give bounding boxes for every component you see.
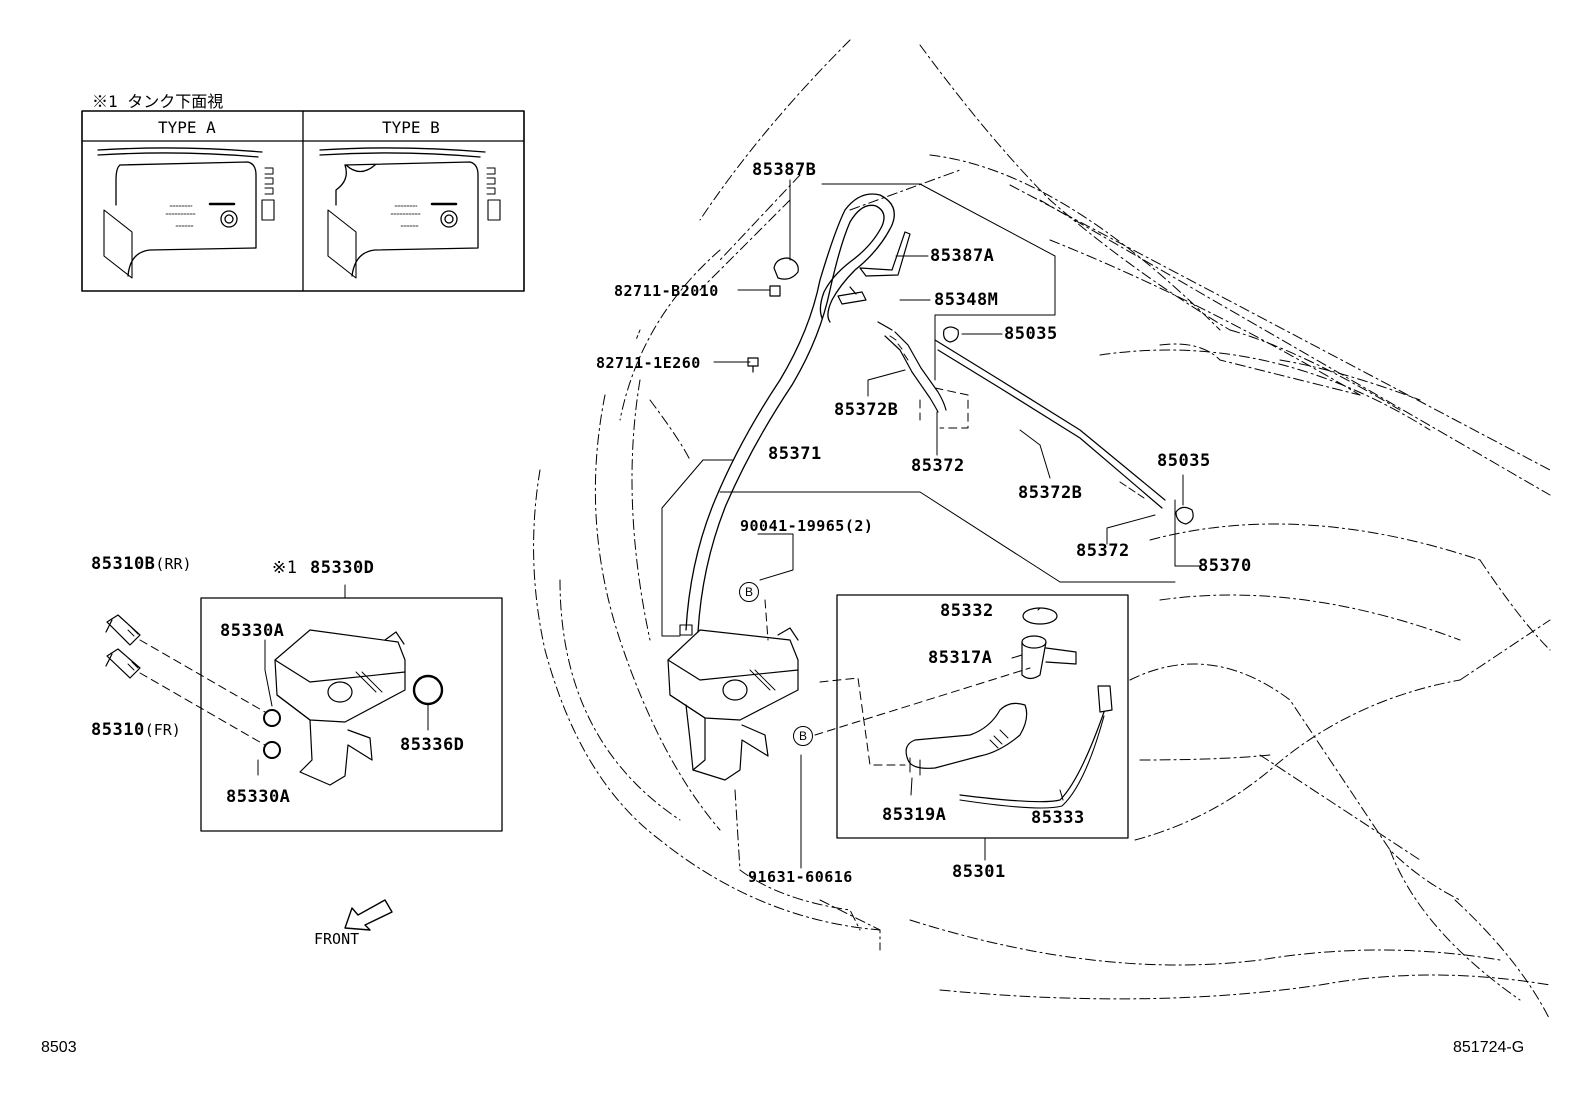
part-label-85310-group: 85310(FR) (91, 720, 181, 740)
part-label-85372B-right: 85372B (1018, 483, 1083, 503)
washer-tank-main (667, 627, 799, 781)
hose-85372-pipe (877, 321, 1166, 509)
reference-circle-b-lower: B (793, 726, 813, 746)
footer-left-code: 8503 (41, 1039, 77, 1056)
front-arrow (344, 899, 393, 931)
part-label-85330A-bottom: 85330A (226, 787, 291, 807)
part-label-85035-top: 85035 (1004, 324, 1058, 344)
front-label: FRONT (314, 930, 360, 948)
part-label-85371: 85371 (768, 444, 822, 464)
part-label-85330D: 85330D (310, 558, 375, 578)
part-label-85310: 85310 (91, 720, 145, 740)
part-label-85301: 85301 (952, 862, 1006, 882)
part-label-82711-1E260: 82711-1E260 (596, 354, 701, 372)
dashed-connectors (139, 329, 1031, 766)
part-label-85370: 85370 (1198, 556, 1252, 576)
part-label-90041-19965: 90041-19965(2) (740, 517, 874, 535)
part-label-85330A-top: 85330A (220, 621, 285, 641)
part-label-85333: 85333 (1031, 808, 1085, 828)
clips-and-nuts (747, 257, 1194, 525)
leader-lines (257, 179, 1201, 869)
washer-pumps (105, 614, 141, 679)
box-85330D (200, 597, 503, 832)
part-label-91631-60616: 91631-60616 (748, 868, 853, 886)
part-label-85387B: 85387B (752, 160, 817, 180)
part-label-85310B: 85310B (91, 554, 156, 574)
part-label-85317A: 85317A (928, 648, 993, 668)
inset-box (81, 110, 525, 292)
footer-right-code: 851724-G (1453, 1039, 1525, 1056)
part-label-85310B-group: 85310B(RR) (91, 554, 192, 574)
vehicle-outline (533, 39, 1551, 1021)
part-label-85035-right: 85035 (1157, 451, 1211, 471)
bracket-85387A (837, 231, 911, 305)
part-label-85348M: 85348M (934, 290, 999, 310)
part-label-85310B-suffix: (RR) (155, 555, 192, 573)
part-label-85336D: 85336D (400, 735, 465, 755)
inset-type-b-label: TYPE B (382, 118, 440, 137)
inset-tank-type-b (319, 147, 501, 279)
part-label-85319A: 85319A (882, 805, 947, 825)
hose-85371 (679, 193, 895, 636)
part-label-85372-low: 85372 (1076, 541, 1130, 561)
part-label-82711-B2010: 82711-B2010 (614, 282, 719, 300)
reference-circle-b-upper: B (739, 582, 759, 602)
part-label-85387A: 85387A (930, 246, 995, 266)
part-label-85332: 85332 (940, 601, 994, 621)
inset-type-a-label: TYPE A (158, 118, 216, 137)
inset-tank-type-a (97, 147, 275, 279)
part-label-85372B-left: 85372B (834, 400, 899, 420)
inset-heading: ※1 タンク下面視 (92, 92, 224, 111)
part-label-85310-suffix: (FR) (144, 721, 181, 739)
box-85301 (836, 594, 1129, 839)
part-label-85372-mid: 85372 (911, 456, 965, 476)
note-mark-85330D: ※1 (272, 558, 298, 578)
